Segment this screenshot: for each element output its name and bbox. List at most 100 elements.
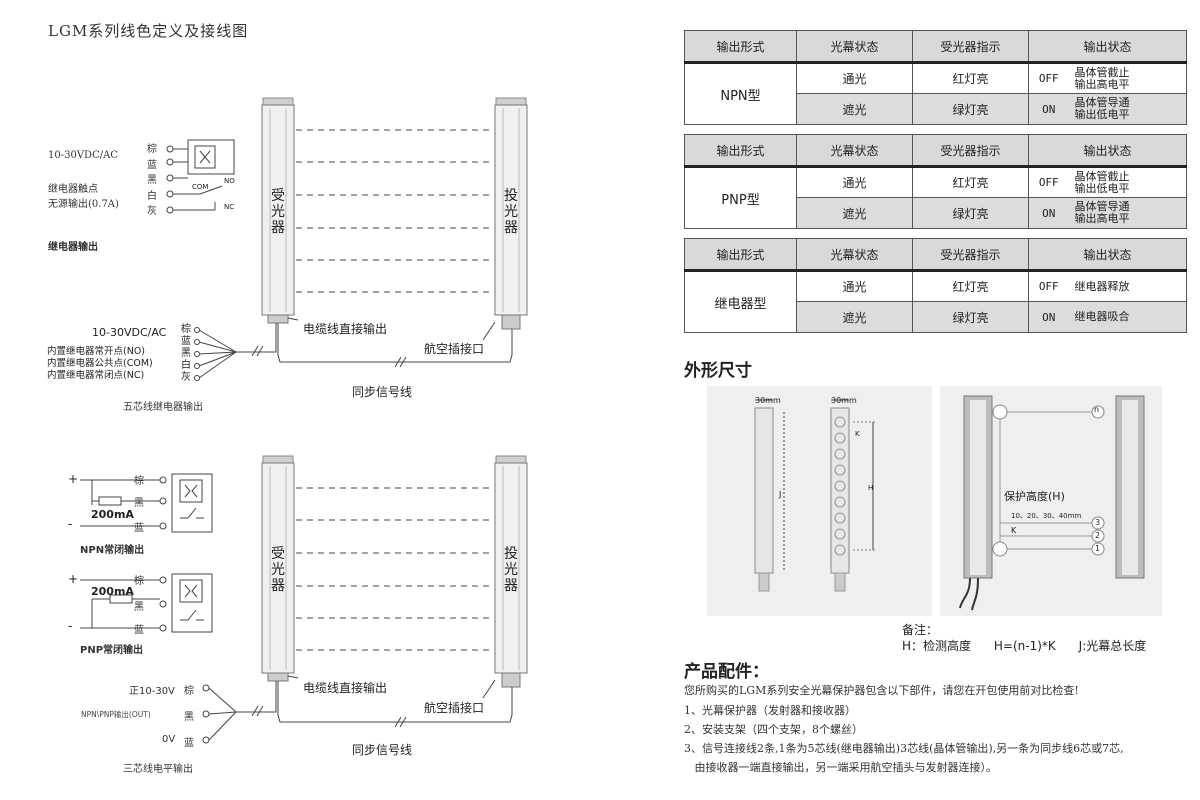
wire-color: 棕	[147, 144, 157, 155]
circle-num-2: 2	[1095, 531, 1101, 540]
output-desc: 晶体管截止输出低电平	[1068, 166, 1188, 198]
wire-color: 白	[181, 360, 191, 371]
wire-color: 蓝	[147, 159, 157, 171]
sync-cable-label-1: 同步信号线	[352, 385, 413, 399]
emitter-bar-1	[494, 97, 528, 330]
header-output-state: 输出状态	[1027, 238, 1188, 272]
npn-wire-blue: 蓝	[134, 523, 144, 534]
level-color-blue: 蓝	[184, 738, 194, 749]
emitter-bar-2	[494, 455, 528, 688]
output-type: NPN型	[684, 62, 797, 125]
protection-height-label: 保护高度(H)	[1004, 490, 1065, 503]
npn-output-heading: NPN常闭输出	[80, 545, 145, 556]
output-desc: 继电器吸合	[1068, 301, 1188, 333]
page-title: LGM系列线色定义及接线图	[48, 22, 249, 40]
relay-diagram-caption: 五芯线继电器输出	[123, 402, 203, 413]
npn-circuit	[80, 473, 213, 533]
wire-color: 蓝	[181, 336, 191, 347]
npn-plus-sign: +	[68, 472, 79, 486]
npn-wire-black: 黑	[134, 498, 144, 509]
curtain-state: 通光	[796, 166, 913, 198]
table-header-row: 输出形式 光幕状态 受光器指示 输出状态	[684, 134, 1188, 168]
table-row: 遮光 绿灯亮 ON 晶体管导通输出高电平	[685, 197, 1188, 229]
emitter-label-1: 投光器	[504, 188, 518, 236]
wire-color: 棕	[181, 324, 191, 335]
pnp-wire-blue: 蓝	[134, 625, 144, 636]
output-type: PNP型	[684, 166, 797, 229]
table-row: 遮光 绿灯亮 ON 继电器吸合	[685, 301, 1188, 333]
accessory-item: 1、光幕保护器（发射器和接收器）	[684, 704, 856, 717]
level-zero-label: 0V	[162, 734, 176, 745]
relay-contact-def: 内置继电器公共点(COM)	[47, 358, 153, 369]
wiring-diagram	[80, 97, 528, 744]
relay-rating-label: 无源输出(0.7A)	[48, 199, 119, 210]
header-curtain-state: 光幕状态	[796, 30, 913, 64]
pnp-current-label: 200mA	[91, 585, 134, 598]
relay-contact-defs: 内置继电器常开点(NO) 内置继电器公共点(COM) 内置继电器常闭点(NC)	[47, 346, 153, 382]
k-spacing-label: K	[1011, 526, 1017, 535]
protection-height-photo	[940, 386, 1162, 616]
relay-output-heading: 继电器输出	[48, 242, 98, 253]
accessory-item: 由接收器一端直接输出，另一端采用航空插头与发射器连接）。	[684, 761, 997, 774]
level-diagram-caption: 三芯线电平输出	[123, 764, 193, 775]
accessories-intro: 您所购买的LGM系列安全光幕保护器包含以下部件，请您在开包使用前对比检查!	[684, 684, 1079, 697]
pnp-plus-sign: +	[68, 572, 79, 586]
table-row: 遮光 绿灯亮 ON 晶体管导通输出低电平	[685, 93, 1188, 125]
relay-bottom-supply: 10-30VDC/AC	[92, 326, 167, 339]
dimension-drawing	[754, 399, 877, 592]
on-off: ON	[1028, 93, 1069, 125]
pnp-circuit	[80, 573, 213, 633]
level-output-terminals	[202, 684, 210, 744]
table-row: 继电器型 通光 红灯亮 OFF 继电器释放	[684, 270, 1188, 333]
table-header-row: 输出形式 光幕状态 受光器指示 输出状态	[684, 30, 1188, 64]
indicator: 绿灯亮	[912, 197, 1029, 229]
header-receiver-indicator: 受光器指示	[912, 238, 1029, 272]
emitter-label-2: 投光器	[504, 546, 518, 594]
level-color-brown: 棕	[184, 686, 194, 697]
output-desc: 晶体管导通输出低电平	[1068, 93, 1188, 125]
pnp-minus-sign: -	[68, 619, 73, 633]
relay-contact-def: 内置继电器常闭点(NC)	[47, 370, 145, 381]
indicator: 红灯亮	[912, 270, 1029, 302]
output-desc: 晶体管截止输出高电平	[1068, 62, 1188, 94]
relay-bottom-colors: 棕 蓝 黑 白 灰	[181, 324, 191, 384]
notes-text: H：检测高度 H=(n-1)*K J:光幕总长度	[902, 639, 1147, 653]
header-receiver-indicator: 受光器指示	[912, 30, 1029, 64]
notes-title: 备注：	[902, 623, 939, 637]
pnp-wire-brown: 棕	[134, 576, 144, 587]
relay-contact-def: 内置继电器常开点(NO)	[47, 346, 145, 357]
cables-1	[198, 317, 513, 379]
dimension-drawing-photo	[707, 386, 932, 616]
on-off: OFF	[1028, 166, 1069, 198]
width-label-left: 30mm	[755, 396, 781, 405]
indicator: 红灯亮	[912, 166, 1029, 198]
header-output-form: 输出形式	[684, 30, 797, 64]
level-color-black: 黑	[184, 712, 194, 723]
cables-2	[208, 675, 513, 741]
nc-label: NC	[224, 203, 235, 211]
npn-wire-brown: 棕	[134, 476, 144, 487]
circle-num-3: 3	[1095, 518, 1101, 527]
header-curtain-state: 光幕状态	[796, 238, 913, 272]
curtain-state: 遮光	[796, 197, 913, 229]
output-desc: 继电器释放	[1068, 270, 1188, 302]
relay-supply-label: 10-30VDC/AC	[48, 150, 118, 161]
no-label: NO	[224, 177, 235, 185]
output-desc: 晶体管导通输出高电平	[1068, 197, 1188, 229]
wire-color: 黑	[181, 348, 191, 359]
header-output-form: 输出形式	[684, 134, 797, 168]
accessory-item: 3、信号连接线2条,1条为5芯线(继电器输出)3芯线(晶体管输出),另一条为同步…	[684, 742, 1124, 755]
n-label: n	[1094, 405, 1100, 414]
level-positive-label: 正10-30V	[129, 686, 175, 697]
table-row: PNP型 通光 红灯亮 OFF 晶体管截止输出低电平	[684, 166, 1188, 229]
curtain-state: 通光	[796, 270, 913, 302]
wire-color: 灰	[147, 206, 157, 217]
receiver-bar-1	[261, 97, 295, 324]
header-output-state: 输出状态	[1027, 134, 1188, 168]
beam-spacing-label: 10、20、30、40mm	[1011, 512, 1082, 520]
aviation-plug-label-2: 航空插接口	[424, 701, 485, 715]
j-label: J	[779, 490, 782, 499]
light-beams-2	[296, 487, 493, 651]
header-receiver-indicator: 受光器指示	[912, 134, 1029, 168]
relay-output-terminals	[194, 327, 200, 381]
